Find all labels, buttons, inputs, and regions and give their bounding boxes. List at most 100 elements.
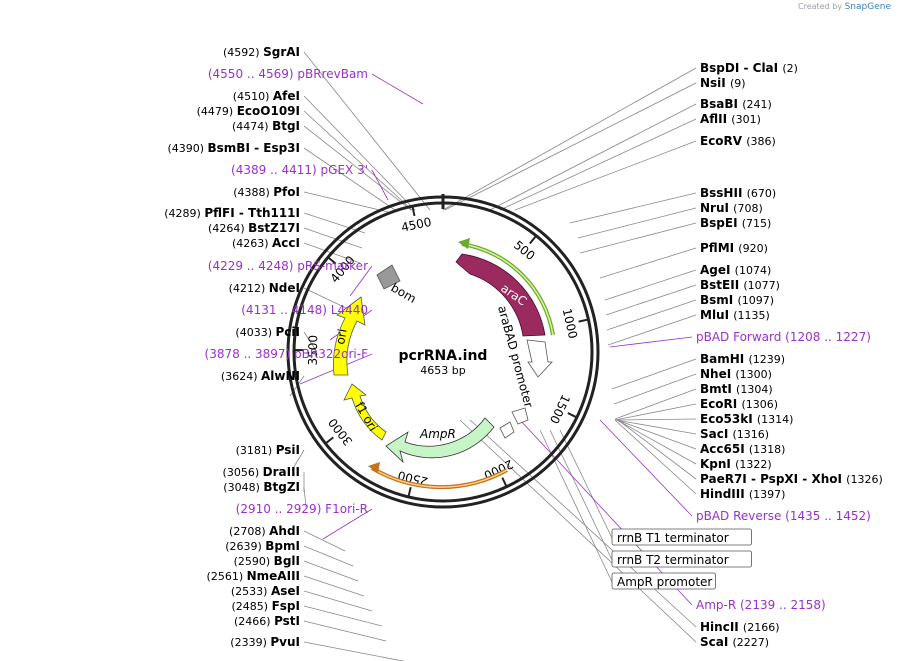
feature-bom-label: bom [389, 280, 419, 305]
tick-label: 3500 [306, 335, 320, 366]
site-text: (3624) AlwNI [221, 369, 300, 383]
site-text: HincII (2166) [700, 620, 780, 634]
tick-label: 4500 [400, 215, 433, 235]
left-site-label: (2466) PstI [234, 614, 300, 628]
site-text: (4212) NdeI [229, 281, 300, 295]
right-site-label: MluI (1135) [700, 308, 770, 322]
site-text: (3048) BtgZI [223, 480, 300, 494]
site-text: (4263) AccI [232, 236, 300, 250]
site-text: EcoRV (386) [700, 134, 776, 148]
small-feature-1 [511, 407, 529, 425]
right-site-label: pBAD Reverse (1435 .. 1452) [696, 509, 871, 523]
feature-box [611, 572, 716, 590]
site-text: (4474) BtgI [232, 119, 300, 133]
feature-box [611, 528, 753, 546]
right-site-label: EcoRV (386) [700, 134, 776, 148]
snapgene-credit: Created by SnapGene [798, 2, 891, 12]
left-site-label: (3048) BtgZI [223, 480, 300, 494]
site-text: (4479) EcoO109I [197, 104, 300, 118]
left-site-label: (4550 .. 4569) pBRrevBam [208, 67, 368, 81]
feature-AmpR-label: AmpR [419, 427, 456, 441]
site-text: (2339) PvuI [230, 635, 300, 649]
site-text: (4289) PflFI - Tth111I [164, 206, 300, 220]
tick-mark [411, 205, 416, 217]
feature-box-label: rrnB T2 terminator [617, 553, 729, 567]
feature-bom [376, 264, 401, 290]
site-text: Acc65I (1318) [700, 442, 785, 456]
feature-box-label: rrnB T1 terminator [617, 531, 729, 545]
right-site-label: BstEII (1077) [700, 278, 780, 292]
site-text: BstEII (1077) [700, 278, 780, 292]
feature-f1-ori [343, 383, 387, 441]
primer-label: Amp-R (2139 .. 2158) [696, 598, 826, 612]
site-text: BssHII (670) [700, 186, 776, 200]
left-site-label: (4474) BtgI [232, 119, 300, 133]
primer-label: (4229 .. 4248) pRS-marker [208, 259, 368, 273]
site-text: MluI (1135) [700, 308, 770, 322]
right-site-label: rrnB T2 terminator [611, 550, 753, 568]
site-text: (4390) BsmBI - Esp3I [167, 141, 300, 155]
site-text: (2590) BglI [234, 554, 300, 568]
primer-label: (4389 .. 4411) pGEX 3' [231, 163, 368, 177]
tick-mark [529, 235, 537, 245]
site-text: AflII (301) [700, 112, 761, 126]
right-site-label: EcoRI (1306) [700, 397, 778, 411]
site-text: HindIII (1397) [700, 487, 785, 501]
site-text: (3181) PsiI [236, 443, 300, 457]
right-site-label: BsaBI (241) [700, 97, 772, 111]
tick-mark [407, 486, 412, 498]
right-site-label: BmtI (1304) [700, 382, 773, 396]
right-site-label: PflMI (920) [700, 241, 768, 255]
right-site-label: BssHII (670) [700, 186, 776, 200]
primer-label: pBAD Forward (1208 .. 1227) [696, 330, 871, 344]
left-site-label: (3181) PsiI [236, 443, 300, 457]
left-site-label: (2485) FspI [232, 599, 300, 613]
site-text: BamHI (1239) [700, 352, 785, 366]
left-site-label: (4389 .. 4411) pGEX 3' [231, 163, 368, 177]
tick-label: 3000 [326, 415, 356, 448]
site-text: (2466) PstI [234, 614, 300, 628]
tick-mark [501, 477, 508, 488]
right-site-label: PaeR7I - PspXI - XhoI (1326) [700, 472, 883, 486]
site-text: (2708) AhdI [229, 524, 300, 538]
right-site-label: Eco53kI (1314) [700, 412, 793, 426]
feature-araC [455, 253, 546, 337]
feature-araBAD-promoter [526, 339, 553, 378]
small-feature-2 [499, 421, 515, 439]
left-site-label: (3056) DraIII [223, 465, 300, 479]
left-site-label: (2561) NmeAIII [207, 569, 300, 583]
left-site-label: (4390) BsmBI - Esp3I [167, 141, 300, 155]
site-text: PaeR7I - PspXI - XhoI (1326) [700, 472, 883, 486]
left-site-label: (4212) NdeI [229, 281, 300, 295]
left-site-label: (4592) SgrAI [223, 45, 300, 59]
left-site-label: (4263) AccI [232, 236, 300, 250]
right-site-label: NsiI (9) [700, 76, 746, 90]
site-text: ScaI (2227) [700, 635, 769, 649]
site-text: BsmI (1097) [700, 293, 774, 307]
right-site-label: ScaI (2227) [700, 635, 769, 649]
right-site-label: Acc65I (1318) [700, 442, 785, 456]
site-text: PflMI (920) [700, 241, 768, 255]
left-site-label: (2708) AhdI [229, 524, 300, 538]
right-site-label: BamHI (1239) [700, 352, 785, 366]
site-text: BmtI (1304) [700, 382, 773, 396]
left-site-label: (4388) PfoI [233, 185, 300, 199]
site-text: KpnI (1322) [700, 457, 772, 471]
tick-label: 1000 [560, 307, 580, 340]
site-text: SacI (1316) [700, 427, 769, 441]
right-site-label: AflII (301) [700, 112, 761, 126]
site-text: BspDI - ClaI (2) [700, 61, 798, 75]
right-site-label: NruI (708) [700, 201, 763, 215]
site-text: NheI (1300) [700, 367, 772, 381]
feature-ori-label: ori [333, 328, 349, 346]
site-text: BspEI (715) [700, 216, 771, 230]
site-text: (2639) BpmI [225, 539, 300, 553]
site-text: NsiI (9) [700, 76, 746, 90]
plasmid-length: 4653 bp [420, 364, 465, 377]
right-site-label: AgeI (1074) [700, 263, 771, 277]
left-site-label: (3878 .. 3897) pBR322ori-F [205, 347, 369, 361]
feature-AmpR [385, 417, 495, 464]
site-text: (2561) NmeAIII [207, 569, 300, 583]
site-text: AgeI (1074) [700, 263, 771, 277]
